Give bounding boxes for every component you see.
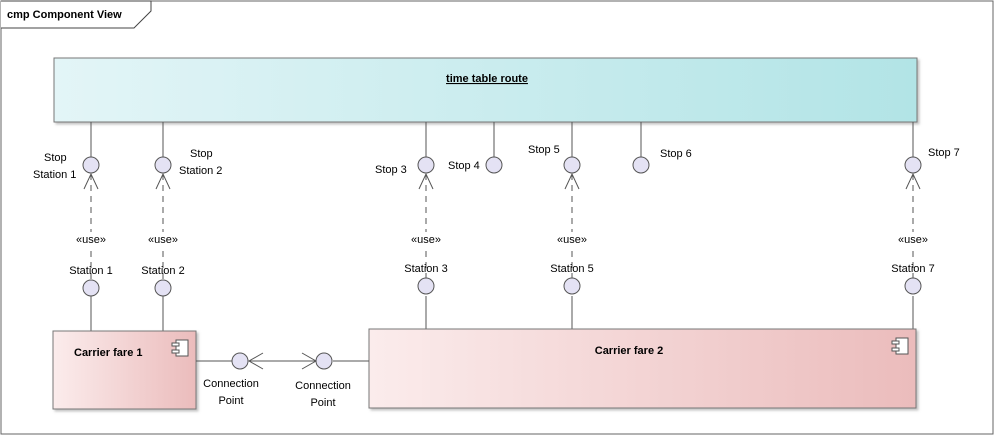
stop-interface-1[interactable] (82, 156, 100, 174)
stop-label-7: Stop 7 (928, 147, 960, 159)
stop-interface-4[interactable] (485, 156, 503, 174)
stop-label-6: Stop 6 (660, 148, 692, 160)
stop-label-5: Stop 5 (528, 144, 560, 156)
carrier-fare-2-component[interactable] (368, 328, 917, 409)
carrier-fare-2-title: Carrier fare 2 (595, 345, 664, 357)
connection-point-2-label-a: Connection (295, 380, 351, 392)
station-label-1: Station 1 (69, 265, 112, 277)
stop-label-2a: Stop (190, 148, 213, 160)
stop-label-1a: Stop (44, 152, 67, 164)
stop-interface-7[interactable] (904, 156, 922, 174)
stop-label-2b: Station 2 (179, 165, 222, 177)
station-interface-2[interactable] (154, 279, 172, 297)
use-label-3: «use» (411, 234, 441, 246)
stop-interface-5[interactable] (563, 156, 581, 174)
component-icon (171, 339, 189, 357)
carrier-fare-1-title: Carrier fare 1 (74, 347, 143, 359)
usage-dependencies (83, 172, 921, 279)
route-title: time table route (446, 73, 528, 85)
station-interface-3[interactable] (417, 277, 435, 295)
connection-point-2[interactable] (315, 352, 333, 370)
component-icon (891, 337, 909, 355)
station-interface-7[interactable] (904, 277, 922, 295)
stop-label-4: Stop 4 (448, 160, 480, 172)
connection-point-1-label-b: Point (218, 395, 243, 407)
stop-label-1b: Station 1 (33, 169, 76, 181)
station-interface-5[interactable] (563, 277, 581, 295)
use-label-2: «use» (148, 234, 178, 246)
station-label-5: Station 5 (550, 263, 593, 275)
connection-points (196, 352, 369, 370)
connection-point-1-label-a: Connection (203, 378, 259, 390)
use-label-5: «use» (898, 234, 928, 246)
connection-point-1[interactable] (231, 352, 249, 370)
use-label-1: «use» (76, 234, 106, 246)
frame-title-tab (1, 0, 152, 29)
station-label-7: Station 7 (891, 263, 934, 275)
station-label-3: Station 3 (404, 263, 447, 275)
connection-point-2-label-b: Point (310, 397, 335, 409)
use-label-backgrounds (72, 232, 932, 246)
stop-label-3: Stop 3 (375, 164, 407, 176)
use-label-4: «use» (557, 234, 587, 246)
stop-interface-6[interactable] (632, 156, 650, 174)
frame-title: cmp Component View (7, 9, 122, 21)
stop-interface-3[interactable] (417, 156, 435, 174)
stop-interface-2[interactable] (154, 156, 172, 174)
station-interfaces (82, 277, 922, 331)
station-label-2: Station 2 (141, 265, 184, 277)
station-interface-1[interactable] (82, 279, 100, 297)
route-component[interactable] (53, 57, 918, 123)
